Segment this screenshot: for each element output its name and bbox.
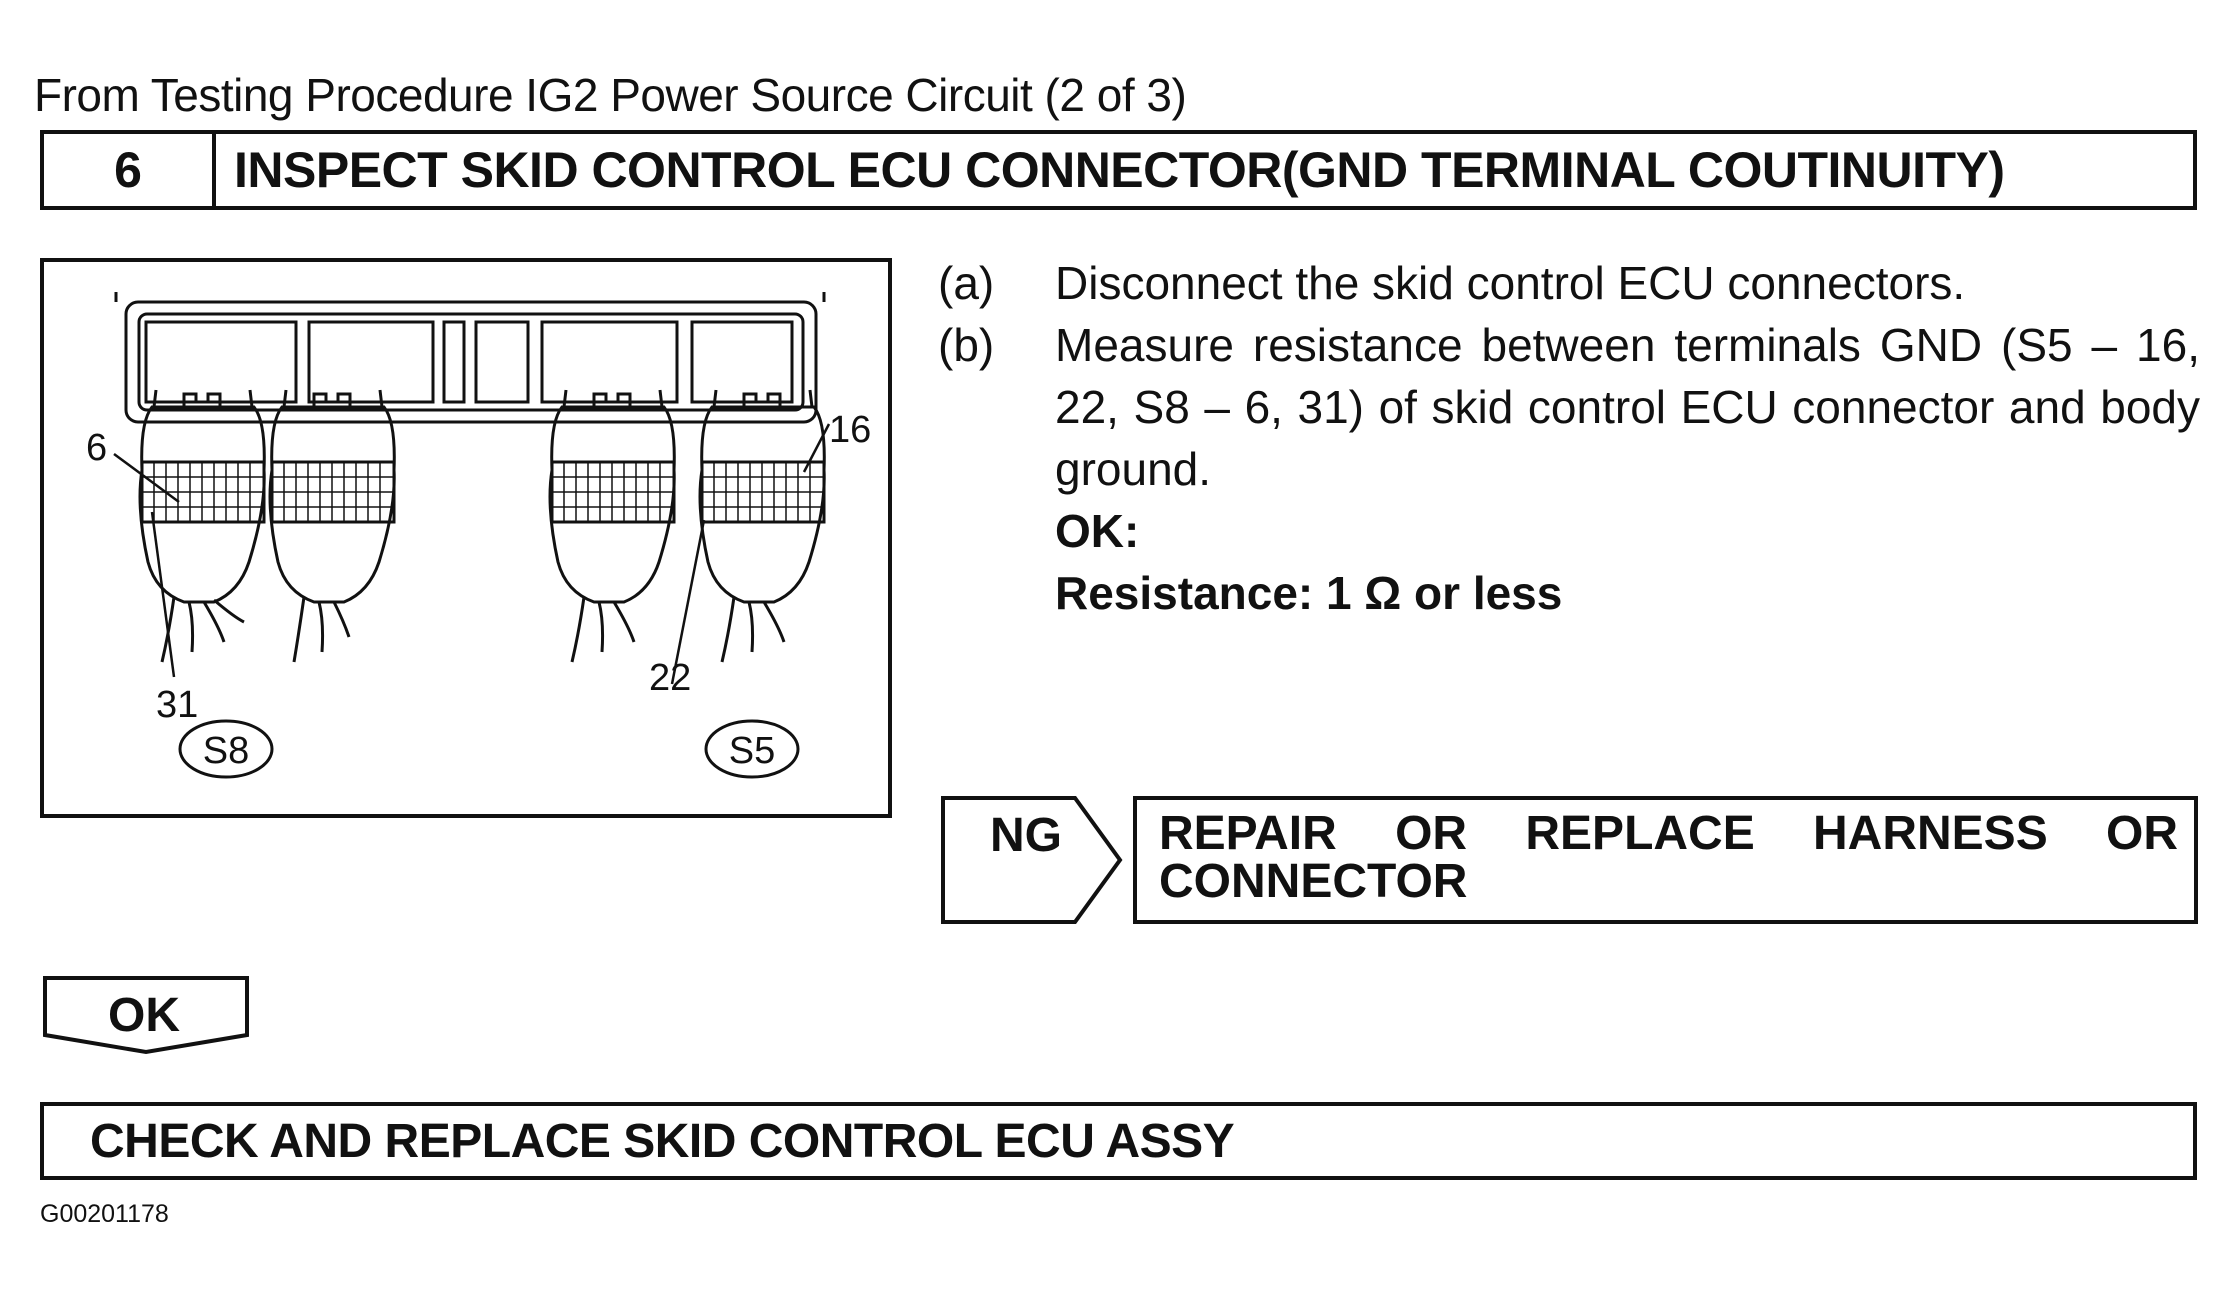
- next-step-text: CHECK AND REPLACE SKID CONTROL ECU ASSY: [90, 1114, 1235, 1168]
- connector-badge-s5-outline: [704, 719, 800, 779]
- ng-action-box: REPAIR OR REPLACE HARNESS OR CONNECTOR: [1133, 796, 2198, 924]
- pin-label-31: 31: [156, 684, 198, 726]
- ng-label: NG: [990, 809, 1062, 862]
- pin-label-6: 6: [86, 427, 107, 469]
- figure-id: G00201178: [40, 1200, 169, 1228]
- ok-label: OK: [108, 989, 180, 1042]
- connector-badge-s8-outline: [178, 719, 274, 779]
- next-step-box: CHECK AND REPLACE SKID CONTROL ECU ASSY: [40, 1102, 2197, 1180]
- pin-label-16: 16: [829, 409, 871, 451]
- connector-illustration: 6 16 31 22 S8 S5: [86, 292, 871, 779]
- step-a-text: Disconnect the skid control ECU connecto…: [1055, 257, 1966, 309]
- ok-arrow-icon: [43, 976, 249, 1055]
- source-reference: From Testing Procedure IG2 Power Source …: [34, 69, 1187, 121]
- ng-arrow-icon: [941, 796, 1123, 924]
- step-a-label: (a): [938, 257, 995, 309]
- step-header: 6 INSPECT SKID CONTROL ECU CONNECTOR(GND…: [40, 130, 2197, 210]
- step-b-text: Measure resistance between terminals GND…: [1055, 319, 2200, 495]
- connector-diagram: 6 16 31 22 S8 S5: [40, 258, 892, 818]
- connector-label-s5: S5: [729, 730, 775, 772]
- pin-label-22: 22: [649, 657, 691, 699]
- spec-value: Resistance: 1 Ω or less: [1055, 567, 1563, 619]
- spec-ok-label: OK:: [1055, 505, 1140, 557]
- step-number: 6: [44, 134, 216, 206]
- step-title: INSPECT SKID CONTROL ECU CONNECTOR(GND T…: [234, 142, 2005, 198]
- step-b-label: (b): [938, 319, 995, 371]
- ng-action-text: REPAIR OR REPLACE HARNESS OR CONNECTOR: [1159, 807, 2178, 908]
- connector-label-s8: S8: [203, 730, 249, 772]
